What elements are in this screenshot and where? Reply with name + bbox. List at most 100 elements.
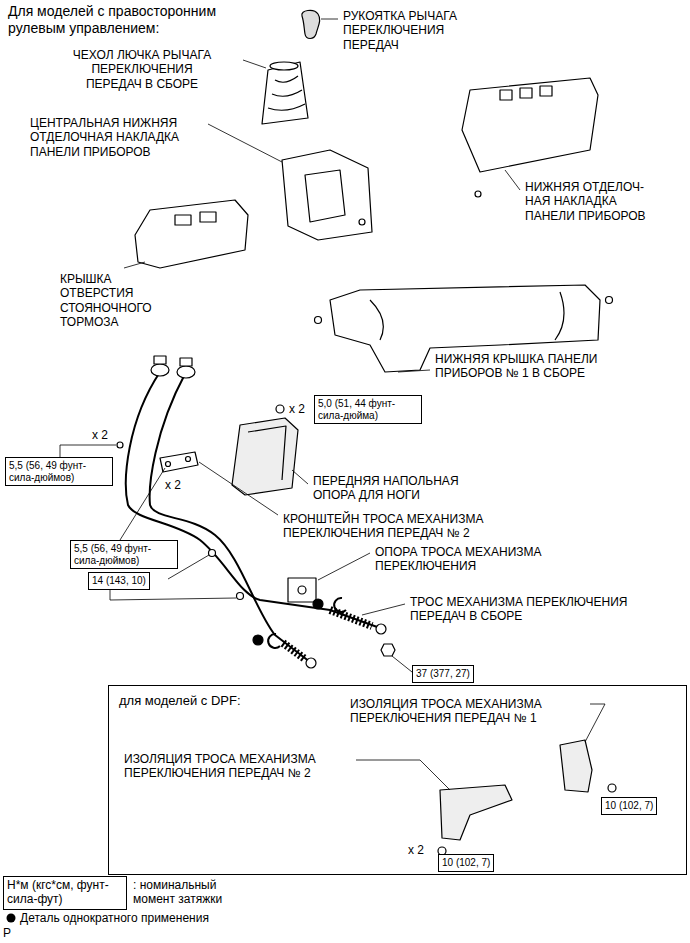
torque-box: 5,5 (56, 49 фунт- сила-дюймов) xyxy=(70,540,178,569)
leader-line xyxy=(208,124,282,162)
single-use-mark xyxy=(313,599,323,609)
cable-head xyxy=(177,366,195,378)
cable-end xyxy=(180,358,192,366)
shift-boot xyxy=(262,62,308,124)
part-label: ИЗОЛЯЦИЯ ТРОСА МЕХАНИЗМА ПЕРЕКЛЮЧЕНИЯ ПЕ… xyxy=(350,697,575,726)
part-label: ЦЕНТРАЛЬНАЯ НИЖНЯЯ ОТДЕЛОЧНАЯ НАКЛАДКА П… xyxy=(30,116,205,159)
cover-detail xyxy=(370,292,564,340)
part-label: ТРОС МЕХАНИЗМА ПЕРЕКЛЮЧЕНИЯ ПЕРЕДАЧ В СБ… xyxy=(410,595,660,624)
clip xyxy=(606,297,613,304)
leader-line xyxy=(362,604,405,615)
torque-box: 14 (143, 10) xyxy=(88,572,150,590)
part-label: НИЖНЯЯ ОТДЕЛОЧ- НАЯ НАКЛАДКА ПАНЕЛИ ПРИБ… xyxy=(525,180,660,223)
leader-line xyxy=(292,470,308,484)
torque-value: 14 (143, 10) xyxy=(92,575,146,587)
nut xyxy=(276,405,284,413)
cable-eye xyxy=(306,658,316,668)
torque-box: 37 (377, 27) xyxy=(412,665,474,683)
cable-eye xyxy=(376,624,386,634)
cable-support xyxy=(288,578,316,602)
part-label: ЧЕХОЛ ЛЮЧКА РЫЧАГА ПЕРЕКЛЮЧЕНИЯ ПЕРЕДАЧ … xyxy=(62,48,222,91)
torque-value: 37 (377, 27) xyxy=(416,668,470,680)
panel-heading: для моделей с DPF: xyxy=(119,694,241,709)
torque-value: 5,0 (51, 44 фунт- сила-дюйма) xyxy=(318,398,418,421)
quantity-label: x 2 xyxy=(92,428,108,442)
leader-line xyxy=(318,553,370,580)
leader-line xyxy=(321,19,338,20)
cable-bracket xyxy=(160,452,198,472)
part-label: ПЕРЕДНЯЯ НАПОЛЬНАЯ ОПОРА ДЛЯ НОГИ xyxy=(313,474,483,503)
torque-box: 10 (102, 7) xyxy=(601,797,657,815)
torque-box: 10 (102, 7) xyxy=(438,854,494,872)
part-label: КРЫШКА ОТВЕРСТИЯ СТОЯНОЧНОГО ТОРМОЗА xyxy=(60,272,165,330)
switch-hole xyxy=(540,86,552,96)
torque-value: 10 (102, 7) xyxy=(442,857,490,869)
boot-fold xyxy=(268,76,305,110)
torque-value: 5,5 (56, 49 фунт- сила-дюймов) xyxy=(9,460,109,483)
switch-hole xyxy=(500,90,512,100)
bolt xyxy=(166,462,171,467)
parking-brake-cover xyxy=(135,200,248,268)
support-hole xyxy=(298,586,306,594)
torque-box: 5,0 (51, 44 фунт- сила-дюйма) xyxy=(314,395,422,424)
leader-line xyxy=(124,262,145,268)
leader-line xyxy=(585,704,605,742)
quantity-label: x 2 xyxy=(408,843,424,857)
torque-value: 5,5 (56, 49 фунт- сила-дюймов) xyxy=(74,543,174,566)
cable-spring xyxy=(330,610,372,626)
quantity-label: x 2 xyxy=(165,478,181,492)
leader-line xyxy=(392,656,412,672)
cover-hole xyxy=(175,215,191,225)
screw xyxy=(359,219,365,225)
cable-insulator xyxy=(560,740,592,792)
leader-line xyxy=(398,370,430,372)
c-clip xyxy=(334,598,346,612)
center-finish-panel xyxy=(282,150,372,240)
single-use-mark xyxy=(7,914,16,923)
cover-hole xyxy=(200,212,216,222)
part-label: НИЖНЯЯ КРЫШКА ПАНЕЛИ ПРИБОРОВ № 1 В СБОР… xyxy=(435,352,640,381)
diagram-title: Для моделей с правосторонним рулевым упр… xyxy=(8,3,258,37)
part-label: ОПОРА ТРОСА МЕХАНИЗМА ПЕРЕКЛЮЧЕНИЯ xyxy=(375,545,575,574)
leader-line xyxy=(60,445,116,457)
switch-hole xyxy=(520,88,532,98)
panel-opening xyxy=(305,170,345,222)
lower-finish-panel xyxy=(462,78,598,172)
leader-line xyxy=(356,760,450,790)
torque-value: Н*м (кгс*см, фунт-сила-фут) xyxy=(7,879,123,907)
leader-line xyxy=(199,462,278,515)
single-use-mark xyxy=(253,635,263,645)
part-label: РУКОЯТКА РЫЧАГА ПЕРЕКЛЮЧЕНИЯ ПЕРЕДАЧ xyxy=(343,9,478,52)
clip xyxy=(315,317,322,324)
legend-row: Деталь однократного применения xyxy=(6,911,209,925)
torque-box: 5,5 (56, 49 фунт- сила-дюймов) xyxy=(5,457,113,486)
leader-line xyxy=(505,170,520,190)
cable-head xyxy=(151,364,169,376)
bolt xyxy=(608,784,616,792)
shift-knob xyxy=(302,10,320,38)
screw xyxy=(475,191,481,197)
legend-text: Деталь однократного применения xyxy=(20,911,209,925)
dpf-panel: для моделей с DPF: 10 (102, 7) 10 (102, 7) xyxy=(108,685,687,875)
foot-rest xyxy=(232,418,298,495)
legend-box: Н*м (кгс*см, фунт-сила-фут) xyxy=(3,876,127,910)
figure-code: P xyxy=(3,926,11,940)
legend-note: : номинальный момент затяжки xyxy=(133,878,253,907)
bolt xyxy=(209,550,216,557)
parts xyxy=(117,10,616,855)
part-label: ИЗОЛЯЦИЯ ТРОСА МЕХАНИЗМА ПЕРЕКЛЮЧЕНИЯ ПЕ… xyxy=(124,752,349,781)
bolt xyxy=(237,593,244,600)
cable-spring xyxy=(283,643,305,659)
torque-value: 10 (102, 7) xyxy=(605,800,653,812)
part-label: КРОНШТЕЙН ТРОСА МЕХАНИЗМА ПЕРЕКЛЮЧЕНИЯ П… xyxy=(283,512,523,541)
quantity-label: x 2 xyxy=(289,402,305,416)
foot-rest-edge xyxy=(248,426,286,480)
leader-line xyxy=(120,468,165,540)
bolt xyxy=(117,442,123,448)
bolt xyxy=(186,457,191,462)
boot-collar xyxy=(270,62,298,70)
c-clip xyxy=(268,634,280,648)
cable-insulator xyxy=(440,785,512,840)
legend-swatch xyxy=(6,913,16,923)
